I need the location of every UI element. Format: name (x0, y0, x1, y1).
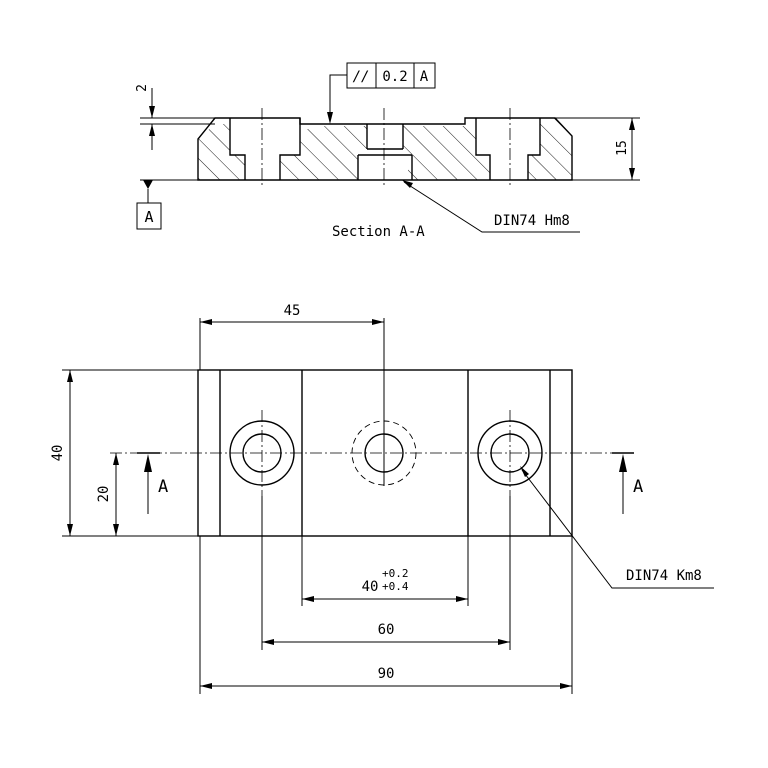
arrowhead (372, 319, 384, 325)
arrowhead (520, 466, 529, 477)
arrowhead (456, 596, 468, 602)
section-view: 2 15 // 0.2 A A Section A-A DIN74 Hm8 (135, 62, 640, 240)
datum-triangle (143, 180, 153, 189)
datum-label: A (144, 208, 153, 226)
middle-hole (357, 124, 413, 180)
callout-hm8: DIN74 Hm8 (494, 213, 570, 229)
arrowhead (402, 180, 413, 188)
tol-upper: +0.2 (382, 567, 409, 580)
tolerance-frame: // 0.2 A (346, 62, 436, 89)
dim-step-label: 2 (135, 84, 150, 92)
arrowhead (200, 683, 212, 689)
tolerance-datum: A (420, 69, 429, 85)
dim-60-label: 60 (378, 622, 395, 638)
section-arrow-right (619, 454, 627, 472)
arrowhead (149, 106, 155, 118)
section-mark-right: A (633, 477, 643, 497)
arrowhead (327, 112, 333, 124)
datum-box (136, 202, 162, 230)
section-caption: Section A-A (332, 224, 425, 240)
tol-lower: +0.4 (382, 580, 409, 593)
arrowhead (629, 118, 635, 130)
section-mark-left: A (158, 477, 168, 497)
callout-km8: DIN74 Km8 (626, 568, 702, 584)
plan-view: A A 45 40 20 40 +0.2 +0.4 (50, 303, 714, 694)
dim-45-label: 45 (284, 303, 301, 319)
section-body-hatched (198, 118, 572, 180)
dim-40-center-label: 40 (362, 579, 379, 595)
dim-90-label: 90 (378, 666, 395, 682)
arrowhead (302, 596, 314, 602)
arrowhead (200, 319, 212, 325)
arrowhead (498, 639, 510, 645)
section-arrow-left (144, 454, 152, 472)
arrowhead (67, 370, 73, 382)
arrowhead (67, 524, 73, 536)
hm8-leader (403, 181, 580, 233)
parallelism-symbol: // (353, 69, 370, 85)
section-outline (197, 117, 573, 181)
dim-20-label: 20 (96, 486, 112, 503)
arrowhead (560, 683, 572, 689)
tolerance-leader (329, 74, 347, 112)
tolerance-value: 0.2 (382, 69, 407, 85)
arrowhead (113, 453, 119, 465)
arrowhead (629, 168, 635, 180)
dim-40-label: 40 (50, 445, 66, 462)
km8-leader (521, 469, 714, 589)
arrowhead (113, 524, 119, 536)
arrowhead (149, 124, 155, 136)
arrowhead (262, 639, 274, 645)
dim-height-label: 15 (615, 140, 630, 156)
